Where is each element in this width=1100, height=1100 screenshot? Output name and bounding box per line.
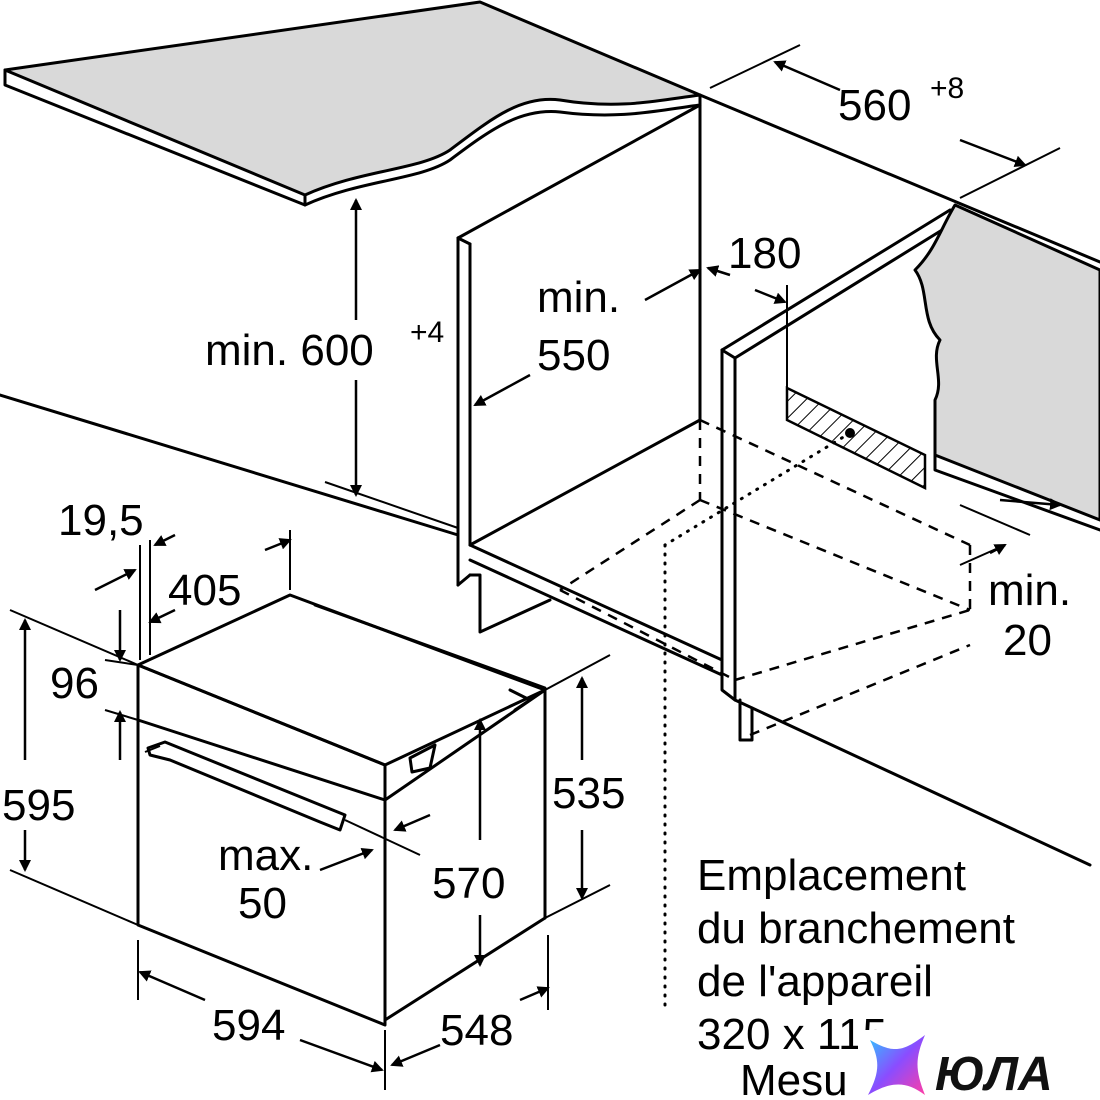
oven <box>136 593 547 1027</box>
note-line-3: de l'appareil <box>697 957 933 1006</box>
label-overhang-value: 50 <box>238 879 287 928</box>
label-socket-offset: 180 <box>728 229 801 278</box>
label-overhang-max: max. <box>218 831 313 880</box>
label-panel-thickness: 19,5 <box>58 496 144 545</box>
label-oven-top-depth: 405 <box>168 566 241 615</box>
dimension-arrows <box>9 60 1062 1090</box>
niche-dashed-outline <box>559 418 972 737</box>
label-oven-height: 595 <box>2 781 75 830</box>
label-oven-body-height: 535 <box>552 769 625 818</box>
label-control-height: 96 <box>50 659 99 708</box>
yula-star-icon <box>868 1035 925 1095</box>
label-depth-min: min. <box>537 273 620 322</box>
label-width-top-tolerance: +8 <box>930 72 964 105</box>
label-height-min: min. 600 <box>205 326 374 375</box>
label-width-top: 560 <box>838 81 911 130</box>
countertop <box>3 0 702 207</box>
note-line-5: Mesu <box>740 1056 848 1100</box>
label-gap-value: 20 <box>1003 616 1052 665</box>
dimension-labels: 560 +8 min. 600 +4 min. 550 180 min. 20 … <box>2 72 1071 1055</box>
label-height-tolerance: +4 <box>410 316 444 349</box>
yula-logo: ЮЛА <box>858 1030 1100 1100</box>
label-oven-depth: 548 <box>440 1006 513 1055</box>
connection-note: Emplacement du branchement de l'appareil… <box>697 851 1015 1100</box>
note-line-4: 320 x 115 <box>697 1010 887 1059</box>
cabinet-walls <box>0 44 1100 867</box>
note-line-1: Emplacement <box>697 851 966 900</box>
note-line-2: du branchement <box>697 904 1015 953</box>
label-gap-min: min. <box>988 566 1071 615</box>
label-depth-value: 550 <box>537 331 610 380</box>
label-oven-inner-height: 570 <box>432 859 505 908</box>
socket-zone <box>663 386 927 1007</box>
yula-logo-text: ЮЛА <box>935 1048 1053 1100</box>
label-oven-width: 594 <box>212 1001 285 1050</box>
